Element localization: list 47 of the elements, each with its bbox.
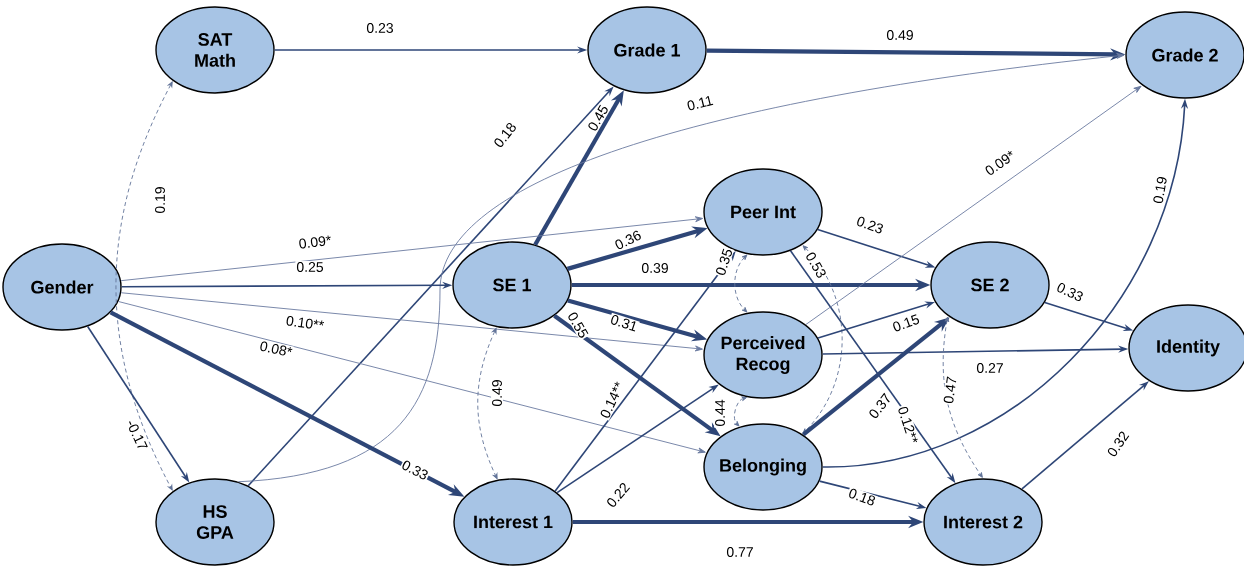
arrow [120, 216, 704, 282]
edge-label: 0.49 [491, 378, 503, 408]
ellipse-node: Perceived Recog [703, 311, 823, 399]
arrow [115, 81, 173, 491]
ellipse-node: SAT Math [155, 6, 275, 94]
ellipse-node: SE 2 [930, 241, 1050, 329]
arrow [237, 52, 1125, 483]
ellipse-node: Grade 2 [1125, 11, 1244, 99]
ellipse-node: Interest 1 [453, 478, 573, 566]
arrow [802, 245, 843, 434]
edge-label: 0.39 [640, 262, 670, 274]
arrow [733, 396, 747, 427]
arrow [477, 327, 498, 480]
edge-label: 0.10** [284, 314, 326, 332]
edge-label: 0.25 [295, 261, 325, 273]
edge-label: 0.27 [975, 362, 1005, 374]
ellipse-node: Interest 2 [923, 478, 1043, 566]
edge-label: 0.49 [885, 29, 915, 41]
edge-label: -0.17 [124, 417, 150, 453]
edge-label: 0.33 [1054, 280, 1086, 304]
arrow [805, 85, 1142, 325]
arrow [734, 254, 748, 313]
edge-label: 0.09* [297, 234, 333, 251]
edge-label: 0.12** [896, 404, 920, 446]
edge-label: 0.47 [942, 374, 958, 406]
edge-label: 0.77 [725, 546, 755, 558]
arrow [120, 292, 703, 352]
edge-label: 0.23 [854, 214, 886, 236]
edge-label: 0.44 [714, 398, 726, 428]
edge-label: 0.31 [608, 312, 640, 334]
edge-label: 0.15 [890, 312, 922, 334]
edge-label: 0.35 [713, 246, 735, 278]
edge-label: 0.18 [846, 486, 878, 508]
arrow [942, 316, 983, 478]
ellipse-node: Identity [1128, 304, 1244, 392]
ellipse-node: Grade 1 [587, 6, 707, 94]
edge-label: 0.19 [154, 185, 166, 215]
edge-label: 0.11 [684, 93, 716, 113]
edge-label: 0.36 [612, 228, 644, 252]
ellipse-node: Gender [2, 243, 122, 331]
arrow [117, 301, 706, 454]
edge-label: 0.14** [598, 379, 626, 421]
edge-label: 0.08* [257, 339, 295, 359]
edge-label: 0.19 [1151, 174, 1169, 206]
edge-label: 0.23 [365, 22, 395, 34]
ellipse-node: HS GPA [155, 478, 275, 566]
edge-label: 0.33 [399, 458, 431, 482]
